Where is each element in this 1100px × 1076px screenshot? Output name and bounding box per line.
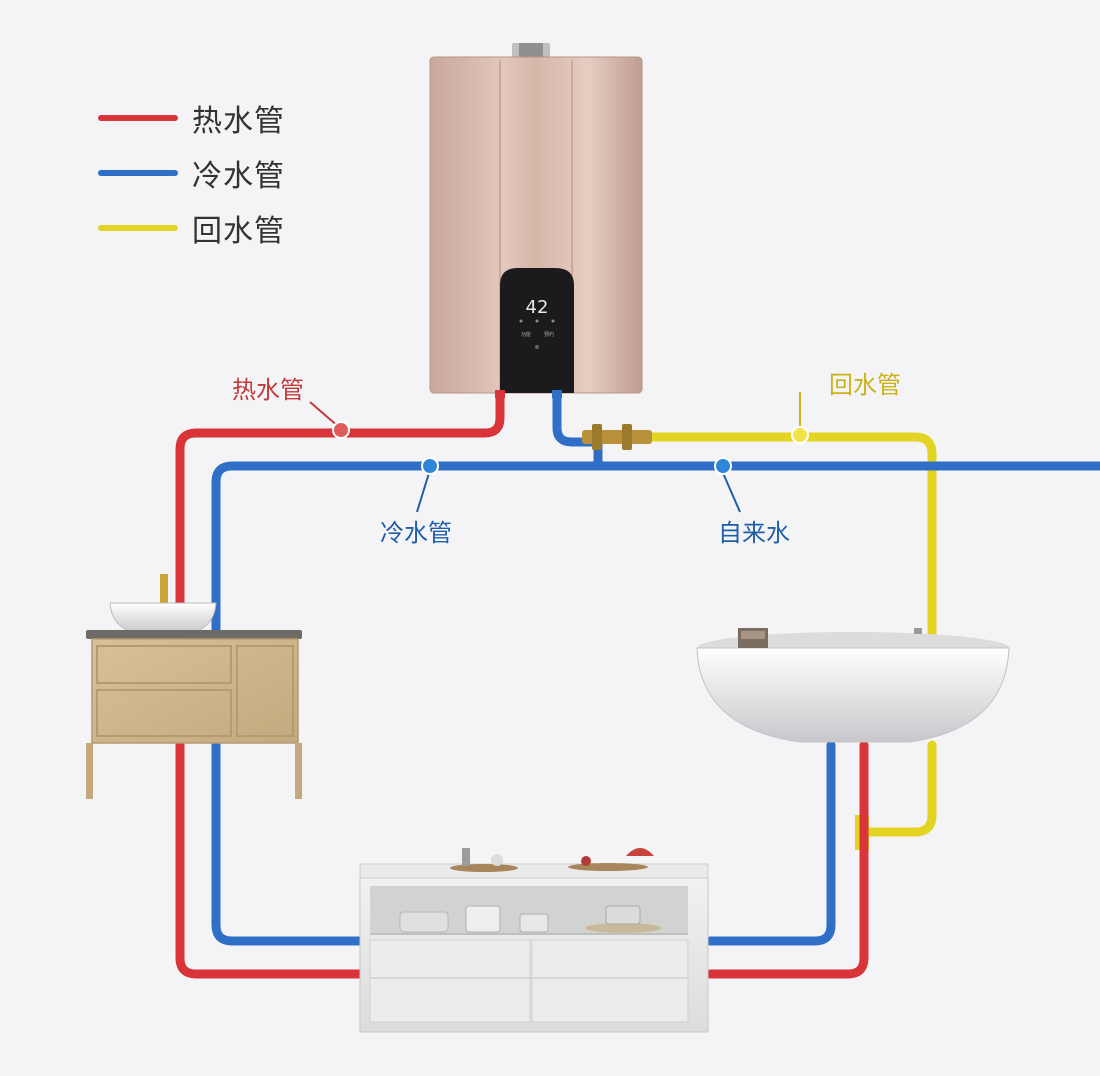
return-pipe-label: 回水管 xyxy=(829,371,901,399)
legend-label-hot: 热水管 xyxy=(192,103,285,139)
legend-label-cold: 冷水管 xyxy=(192,158,285,194)
legend-swatch-cold xyxy=(98,169,178,176)
legend-swatch-return xyxy=(98,224,178,231)
legend-label-return: 回水管 xyxy=(192,213,285,249)
bathtub xyxy=(696,628,1010,743)
legend-item-return: 回水管 xyxy=(98,200,285,255)
tap-water-label: 自来水 xyxy=(718,519,790,547)
bathroom-vanity xyxy=(86,574,302,799)
hot-pipe xyxy=(175,387,869,979)
tap-water-marker xyxy=(714,457,732,475)
cold-pipe-marker xyxy=(421,457,439,475)
return-pipe xyxy=(645,432,937,837)
hot-pipe-label: 热水管 xyxy=(232,376,304,404)
heater-btn-right: 预约 xyxy=(544,331,554,338)
water-heater: 42 功能 预约 xyxy=(429,43,643,398)
mixing-valve xyxy=(582,424,652,450)
label-markers xyxy=(309,392,809,513)
heater-display-value: 42 xyxy=(526,297,549,318)
kitchen-island xyxy=(359,848,709,1033)
legend-item-hot: 热水管 xyxy=(98,90,285,145)
legend: 热水管 冷水管 回水管 xyxy=(98,90,285,255)
heater-display-panel xyxy=(500,268,574,393)
cold-pipe-label: 冷水管 xyxy=(380,519,452,547)
heater-btn-left: 功能 xyxy=(521,331,531,338)
hot-pipe-marker xyxy=(332,421,350,439)
return-pipe-marker xyxy=(791,426,809,444)
legend-swatch-hot xyxy=(98,114,178,121)
legend-item-cold: 冷水管 xyxy=(98,145,285,200)
